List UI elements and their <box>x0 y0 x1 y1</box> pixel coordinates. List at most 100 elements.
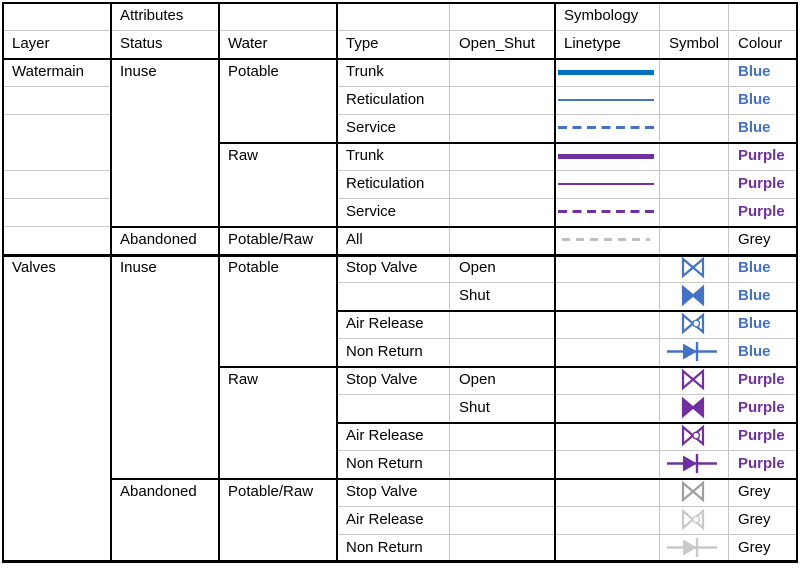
border-line <box>218 2 220 563</box>
border-line <box>218 142 798 144</box>
air-release-valve-icon <box>681 425 705 446</box>
cell-type: All <box>346 231 363 248</box>
linetype-thick-solid-purple <box>558 154 654 159</box>
gridline <box>336 114 798 115</box>
header-symbology: Symbology <box>564 7 639 24</box>
cell-status: Abandoned <box>120 483 197 500</box>
colour-label: Purple <box>738 175 785 192</box>
colour-label: Purple <box>738 455 785 472</box>
linetype-dashed-purple <box>558 210 654 213</box>
cell-type: Service <box>346 203 397 220</box>
border-line <box>796 2 798 563</box>
cell-layer: Watermain <box>12 63 84 80</box>
stop-valve-shut-icon <box>681 397 705 418</box>
colour-label: Blue <box>738 119 771 136</box>
cell-water: Potable/Raw <box>228 483 314 500</box>
column-header-status: Status <box>120 35 163 52</box>
cell-type: Air Release <box>346 511 424 528</box>
gridline <box>2 86 110 87</box>
border-line <box>336 310 798 312</box>
cell-open-shut: Open <box>459 259 496 276</box>
border-line <box>2 58 798 60</box>
gridline <box>336 394 798 395</box>
border-line <box>336 2 338 563</box>
border-line <box>2 254 798 257</box>
cell-water: Potable <box>228 259 279 276</box>
border-line <box>554 2 556 563</box>
air-release-valve-icon <box>681 509 705 530</box>
column-header-type: Type <box>346 35 379 52</box>
non-return-valve-icon <box>667 538 717 557</box>
linetype-thin-solid-blue <box>558 99 654 101</box>
stop-valve-open-icon <box>681 481 705 502</box>
cell-water: Raw <box>228 371 259 388</box>
cell-layer: Valves <box>12 259 56 276</box>
header-attributes: Attributes <box>120 7 184 24</box>
cell-type: Non Return <box>346 343 423 360</box>
cell-type: Air Release <box>346 427 424 444</box>
cell-water: Potable/Raw <box>228 231 314 248</box>
colour-label: Blue <box>738 315 771 332</box>
gridline <box>728 2 729 563</box>
stop-valve-shut-icon <box>681 285 705 306</box>
cell-status: Abandoned <box>120 231 197 248</box>
colour-label: Grey <box>738 539 771 556</box>
cell-type: Stop Valve <box>346 371 418 388</box>
linetype-thick-solid-blue <box>558 70 654 75</box>
gridline <box>659 2 660 563</box>
colour-label: Purple <box>738 399 785 416</box>
linetype-thin-solid-purple <box>558 183 654 185</box>
cell-water: Potable <box>228 63 279 80</box>
colour-label: Purple <box>738 203 785 220</box>
cell-type: Reticulation <box>346 175 425 192</box>
colour-label: Blue <box>738 63 771 80</box>
border-line <box>110 478 798 480</box>
colour-label: Purple <box>738 147 785 164</box>
gridline <box>2 170 110 171</box>
cell-type: Trunk <box>346 147 384 164</box>
cell-water: Raw <box>228 147 259 164</box>
cell-type: Trunk <box>346 63 384 80</box>
gridline <box>336 86 798 87</box>
non-return-valve-icon <box>667 342 717 361</box>
cell-open-shut: Shut <box>459 399 490 416</box>
column-header-layer: Layer <box>12 35 50 52</box>
colour-label: Grey <box>738 511 771 528</box>
stop-valve-open-icon <box>681 257 705 278</box>
gridline <box>2 226 110 227</box>
gridline <box>336 534 798 535</box>
cell-open-shut: Shut <box>459 287 490 304</box>
non-return-valve-icon <box>667 454 717 473</box>
colour-label: Blue <box>738 259 771 276</box>
gridline <box>336 198 798 199</box>
colour-label: Blue <box>738 287 771 304</box>
gridline <box>336 506 798 507</box>
gridline <box>336 450 798 451</box>
colour-label: Blue <box>738 343 771 360</box>
linetype-dashed-blue <box>558 126 654 129</box>
cell-open-shut: Open <box>459 371 496 388</box>
gridline <box>2 30 798 31</box>
air-release-valve-icon <box>681 313 705 334</box>
colour-label: Blue <box>738 91 771 108</box>
cell-type: Non Return <box>346 455 423 472</box>
cell-type: Stop Valve <box>346 259 418 276</box>
colour-label: Purple <box>738 371 785 388</box>
colour-label: Purple <box>738 427 785 444</box>
cell-type: Non Return <box>346 539 423 556</box>
border-line <box>2 560 798 563</box>
gridline <box>2 198 110 199</box>
gridline <box>336 282 798 283</box>
border-line <box>2 2 4 563</box>
cell-type: Service <box>346 119 397 136</box>
gridline <box>336 338 798 339</box>
column-header-symbol: Symbol <box>669 35 720 52</box>
border-line <box>2 2 798 4</box>
border-line <box>218 366 798 368</box>
column-header-open-shut: Open_Shut <box>459 35 535 52</box>
column-header-water: Water <box>228 35 268 52</box>
stop-valve-open-icon <box>681 369 705 390</box>
cell-status: Inuse <box>120 259 157 276</box>
cell-type: Reticulation <box>346 91 425 108</box>
